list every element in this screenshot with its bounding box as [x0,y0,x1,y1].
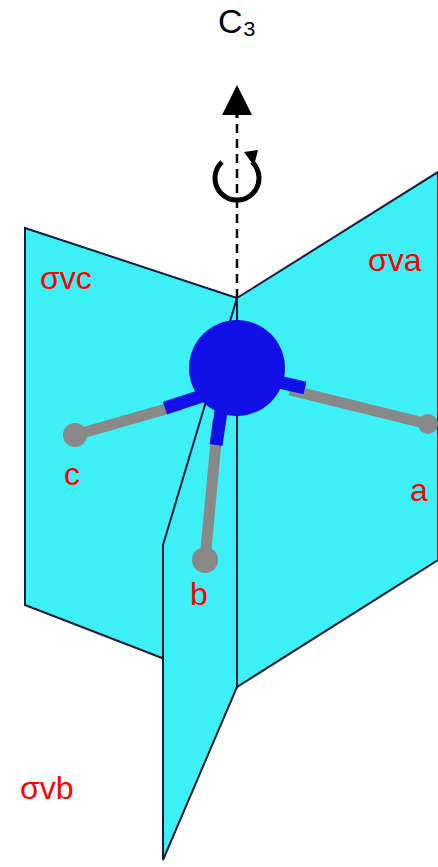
plane-label: σvb [20,772,74,804]
atom-label: b [190,578,208,610]
hydrogen-atom [418,414,438,434]
bond [290,390,432,425]
atom-label: c [64,458,80,490]
rotation-arrow [215,162,259,200]
axis-label: C₃ [218,4,256,38]
plane-label: σva [368,244,422,276]
hydrogen-atom [63,423,87,447]
atom-label: a [410,474,428,506]
nitrogen-atom [189,320,285,416]
bond [75,405,180,435]
plane-label: σvc [40,262,92,294]
axis-arrow [236,100,239,118]
rotation-axis [236,112,239,298]
mirror-plane [237,172,438,687]
rotation-arrowhead [244,150,258,166]
hydrogen-atom [192,547,218,573]
